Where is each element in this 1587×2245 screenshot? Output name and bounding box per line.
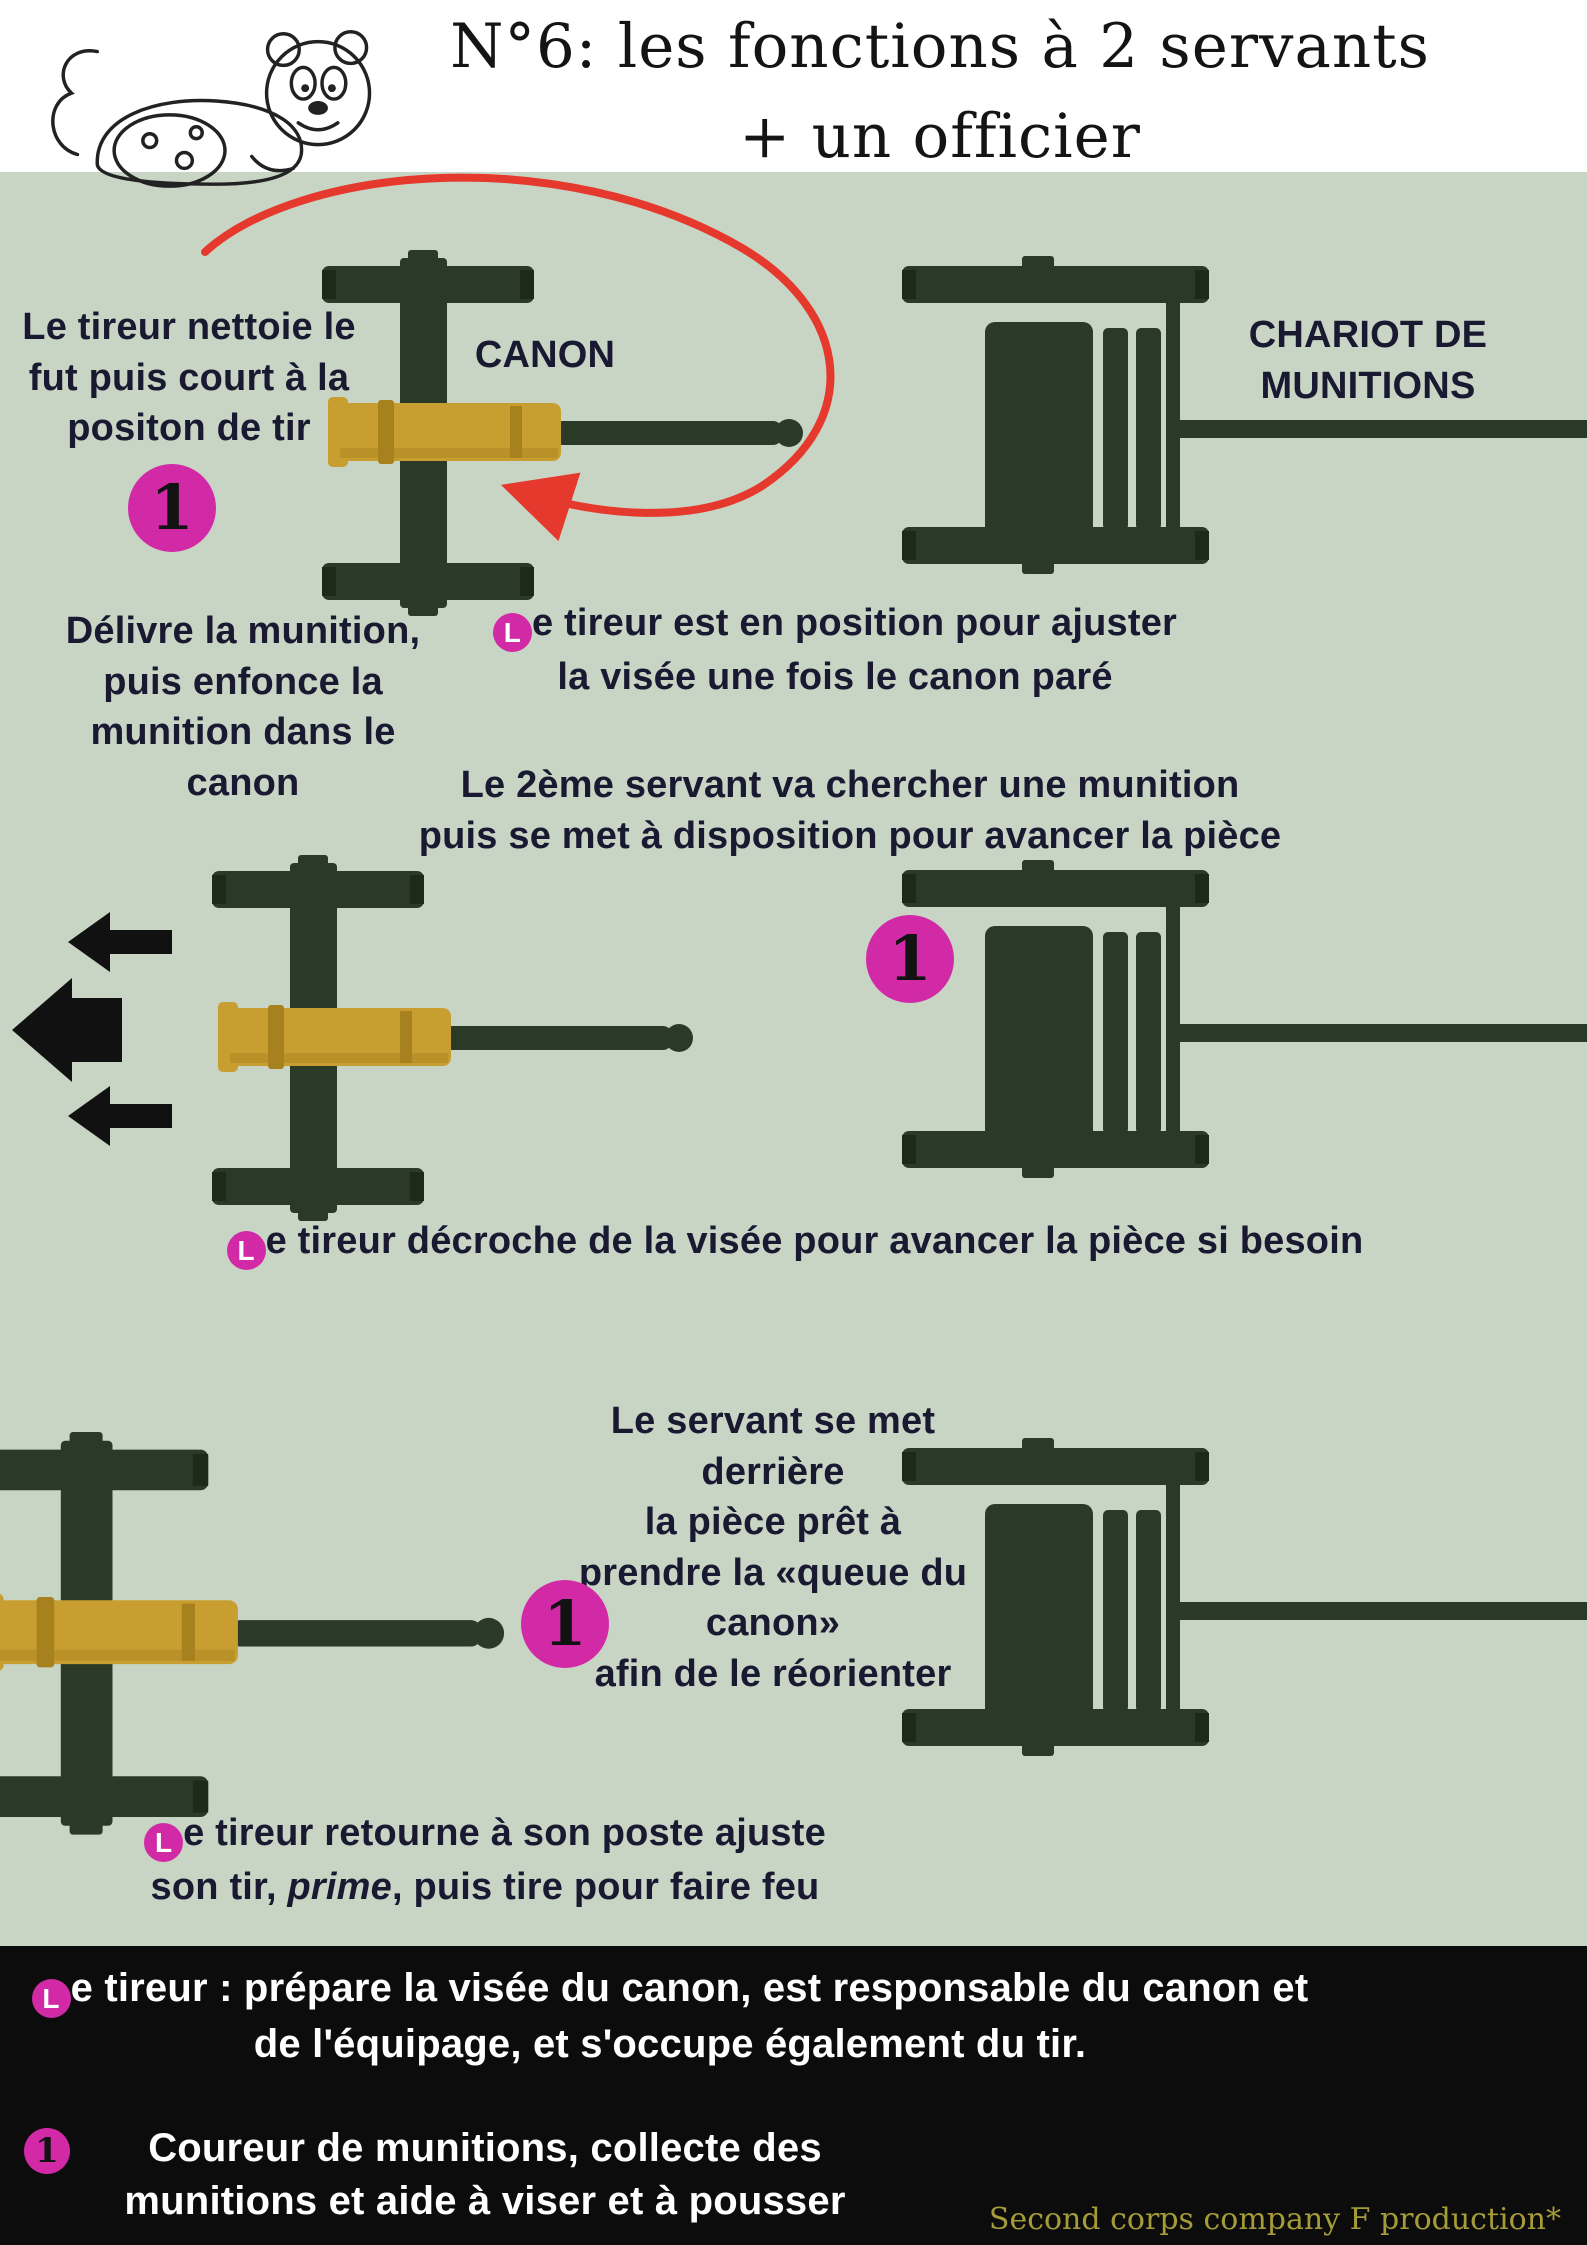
caption-servant-queue-canon: Le servant se met derrière la pièce prêt… (578, 1400, 968, 1695)
left-arrow-small-bottom (68, 1086, 172, 1146)
egg-spot (188, 125, 204, 141)
title-line-2: + un officier (739, 101, 1141, 173)
ammunition-chariot-2 (902, 860, 1587, 1178)
number-badge-1-s3: 1 (521, 1580, 609, 1668)
page-title: N°6: les fonctions à 2 servants + un off… (440, 2, 1440, 183)
chipmunk-eye (320, 65, 348, 101)
label-canon: CANON (474, 334, 616, 376)
chipmunk-tail (51, 49, 100, 157)
chipmunk-body (95, 98, 304, 186)
egg-spot (174, 150, 195, 171)
l-badge-icon: L (31, 1979, 71, 2019)
caption-text: e tireur décroche de la visée pour avanc… (265, 1220, 1364, 1262)
left-arrow-small-top (68, 912, 172, 972)
cannon-top-view-1 (322, 250, 803, 616)
chipmunk-nose (308, 101, 328, 115)
caption-text: e tireur retourne à son poste ajuste son… (150, 1812, 826, 1909)
chipmunk-paw (249, 154, 296, 173)
l-badge-icon: L (492, 613, 532, 653)
chipmunk-pupil (301, 84, 310, 93)
l-badge-icon: L (226, 1231, 266, 1271)
caption-delivre-munition: Délivre la munition, puis enfonce la mun… (65, 610, 421, 804)
number-badge-1-s2: 1 (866, 915, 954, 1003)
cannon-top-view-3 (0, 1432, 505, 1835)
caption-2eme-servant: Le 2ème servant va chercher une munition… (418, 764, 1282, 857)
caption-text: , puis tire pour faire feu (391, 1866, 820, 1909)
chipmunk-mouth (296, 121, 340, 132)
number-badge-1-footer: 1 (24, 2128, 70, 2174)
footer-runner-role: Coureur de munitions, collecte des munit… (124, 2126, 846, 2224)
chipmunk-pupil (327, 84, 336, 93)
l-badge-icon: L (144, 1823, 184, 1863)
left-arrow-large (12, 978, 122, 1082)
caption-tireur-nettoie: Le tireur nettoie le fut puis court à la… (22, 306, 356, 450)
ammunition-chariot-1 (902, 256, 1587, 574)
chipmunk-egg (112, 113, 227, 188)
caption-text: e tireur est en position pour ajuster la… (531, 602, 1178, 699)
number-badge-1-s1: 1 (128, 464, 216, 552)
header-band (0, 0, 1587, 172)
egg-spot (141, 131, 159, 150)
chipmunk-illustration (51, 30, 372, 188)
chipmunk-eye (289, 65, 317, 101)
caption-text-italic: prime (287, 1866, 392, 1909)
label-chariot-munitions: CHARIOT DE MUNITIONS (1248, 314, 1488, 407)
footer-text: e tireur : prépare la visée du canon, es… (70, 1966, 1309, 2067)
chipmunk-ear (265, 31, 301, 68)
cannon-top-view-2 (212, 855, 693, 1221)
chipmunk-head (264, 39, 372, 147)
red-loop-arrow (201, 173, 835, 542)
footer-band (0, 1946, 1587, 2245)
title-line-1: N°6: les fonctions à 2 servants (450, 11, 1430, 82)
chipmunk-ear (333, 30, 369, 66)
production-credit: Second corps company F production* (988, 2202, 1561, 2237)
